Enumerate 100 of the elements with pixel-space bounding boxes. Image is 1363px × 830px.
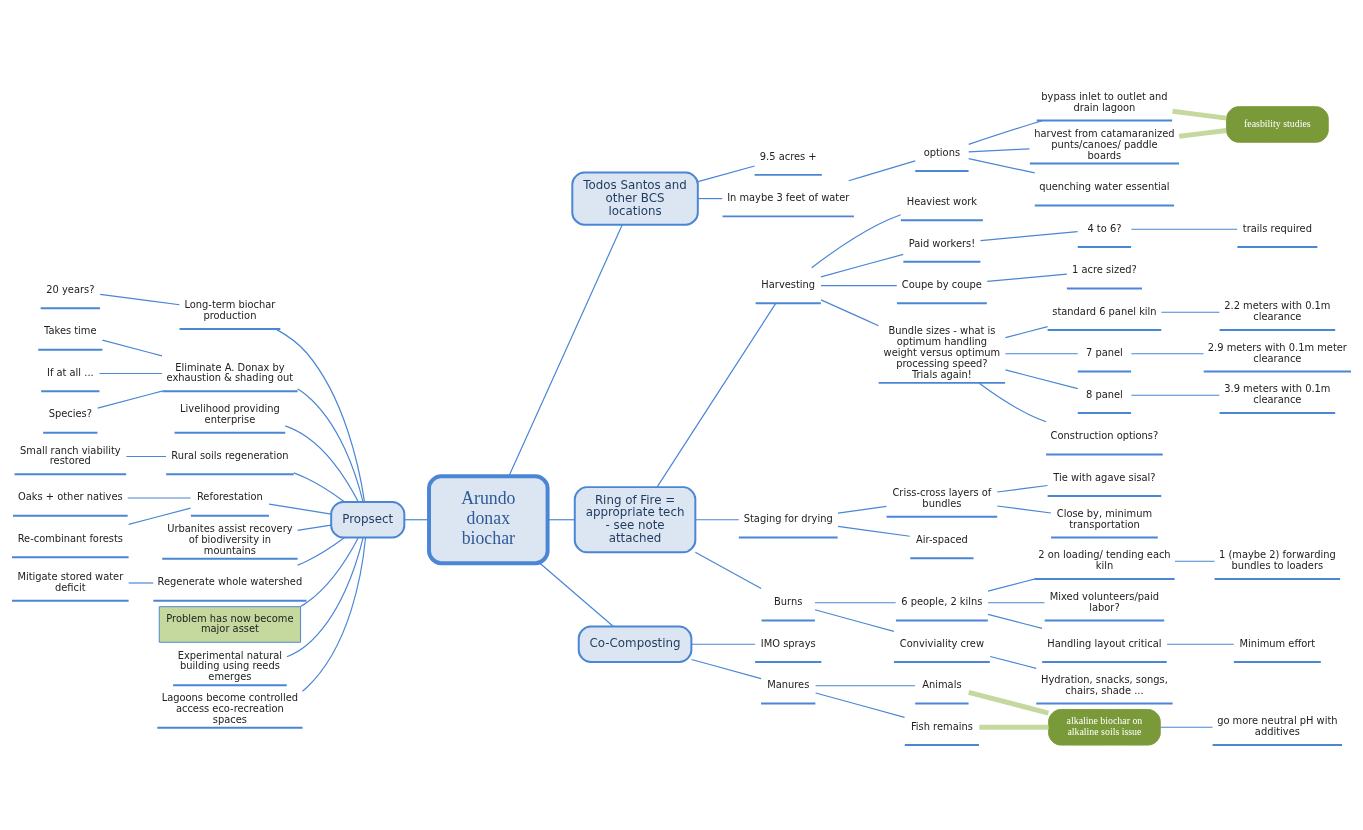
node-text: standard 6 panel kiln [1052, 305, 1157, 317]
node-text: 8 panel [1086, 388, 1123, 400]
connector [987, 613, 1043, 629]
node-text: Takes time [44, 325, 97, 337]
connector [1174, 560, 1216, 562]
connector [297, 536, 346, 566]
node-text: 20 years? [46, 283, 95, 295]
node-text: Fish remains [910, 720, 973, 732]
node-text: 4 to 6? [1087, 222, 1122, 234]
connector [837, 525, 911, 537]
connector [99, 293, 181, 306]
connector [293, 472, 346, 503]
node-text: Close by, minimum transportation [1056, 507, 1153, 530]
connector [1004, 353, 1079, 355]
connector [978, 382, 1047, 423]
node-text: Burns [774, 596, 803, 608]
node-box: Problem has now become major asset [158, 606, 302, 643]
node-text: Conviviality crew [899, 637, 984, 649]
connector [986, 273, 1068, 283]
node-text: Experimental natural building using reeds emerges [177, 649, 283, 683]
connector [268, 503, 332, 515]
node-text: Species? [48, 408, 92, 420]
node-text: Small ranch viability restored [20, 444, 121, 467]
node-text: If at all ... [46, 366, 94, 378]
node-text: 3.9 meters with 0.1m clearance [1224, 383, 1331, 406]
connector [125, 455, 167, 458]
connector [98, 372, 163, 375]
node-text: Regenerate whole watershed [157, 576, 303, 588]
node-text: go more neutral pH with additives [1217, 715, 1338, 738]
connector [547, 519, 576, 521]
node-text: Construction options? [1050, 430, 1159, 442]
node-text: 2.9 meters with 0.1m meter clearance [1207, 341, 1347, 364]
node-box: Todos Santos and other BCS locations [571, 171, 699, 226]
node-text: Eliminate A. Donax by exhaustion & shading out [166, 361, 294, 384]
node-box: Ring of Fire = appropriate tech - see note attached [573, 486, 697, 554]
node-text: Air-spaced [916, 533, 968, 545]
node-text: Mixed volunteers/paid labor? [1049, 590, 1160, 613]
node-text: harvest from catamaranized punts/canoes/ paddle boards [1034, 127, 1175, 161]
node-box: Propsect [330, 500, 406, 539]
connector [1130, 394, 1220, 396]
connector [284, 425, 359, 503]
node-text: options [923, 146, 961, 158]
node-text: In maybe 3 feet of water [727, 192, 850, 204]
node-box: alkaline biochar on alkaline soils issue [1048, 708, 1161, 746]
connector [690, 643, 756, 645]
node-text: Coupe by coupe [901, 279, 982, 291]
node-text: 7 panel [1086, 347, 1123, 359]
node-text: bypass inlet to outlet and drain lagoon [1041, 90, 1168, 113]
connector [968, 120, 1043, 145]
node-text: 2.2 meters with 0.1m clearance [1224, 300, 1331, 323]
connector [979, 231, 1079, 242]
connector [814, 609, 895, 632]
connector [968, 690, 1050, 716]
node-text: Oaks + other natives [17, 491, 123, 503]
node-text: Long-term biochar production [184, 299, 276, 322]
connector [989, 655, 1037, 669]
node-text: Paid workers! [908, 237, 976, 249]
connector [508, 224, 623, 477]
node-box: Arundo donax biochar [427, 474, 550, 566]
node-text: Staging for drying [743, 513, 833, 525]
connector [697, 198, 723, 200]
node-text: Livelihood providing enterprise [180, 403, 280, 425]
connector [968, 158, 1036, 174]
connector [694, 519, 740, 521]
node-text: 9.5 acres + [759, 150, 817, 162]
node-text: Hydration, snacks, songs, chairs, shade ... [1041, 673, 1168, 696]
node-text: Rural soils regeneration [171, 449, 289, 461]
connector [820, 253, 904, 278]
node-text: 1 acre sized? [1072, 264, 1137, 276]
connector [996, 484, 1049, 493]
node-text: Re-combinant forests [17, 532, 123, 544]
node-text: Handling layout critical [1047, 637, 1162, 649]
connector [128, 507, 192, 525]
connector [1130, 353, 1205, 355]
connector [297, 388, 364, 503]
connector [697, 165, 756, 183]
node-text: Harvesting [761, 279, 816, 291]
node-text: 6 people, 2 kilns [901, 596, 983, 608]
connector [848, 160, 916, 182]
connector [987, 578, 1035, 592]
connector [275, 328, 366, 503]
node-text: Reforestation [196, 491, 263, 503]
connector [101, 339, 163, 357]
connector [837, 505, 887, 514]
node-text: Criss-cross layers of bundles [892, 487, 992, 509]
connector [979, 724, 1049, 730]
node-text: Minimum effort [1239, 637, 1316, 649]
connector [286, 536, 364, 658]
node-text: trails required [1242, 222, 1312, 234]
connector [820, 299, 880, 327]
connector [1159, 726, 1214, 728]
node-text: IMO sprays [760, 637, 816, 649]
connector [539, 562, 614, 627]
connector [1178, 128, 1227, 139]
connector [996, 505, 1052, 514]
node-text: 2 on loading/ tending each kiln [1038, 549, 1171, 572]
connector [301, 536, 367, 692]
connector [968, 148, 1031, 153]
connector [1004, 369, 1079, 390]
node-text: Animals [922, 679, 962, 691]
